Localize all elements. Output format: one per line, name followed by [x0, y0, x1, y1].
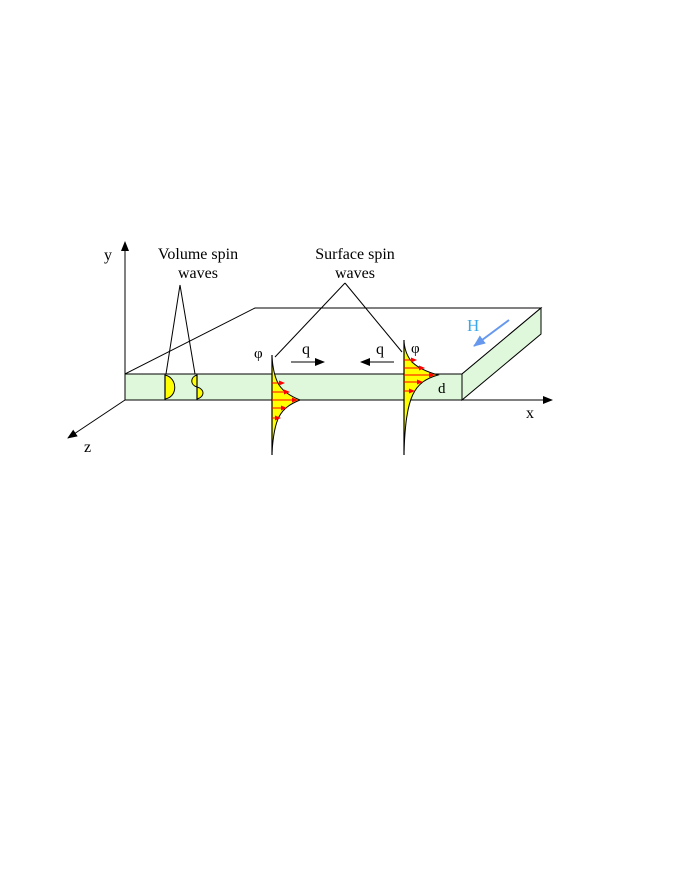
- surface-label-line1: Surface spin: [315, 246, 395, 263]
- field-label: H: [467, 316, 479, 335]
- surface-wave-arrows-right: [404, 357, 435, 394]
- z-axis-label: z: [84, 439, 91, 456]
- volume-pointer-2: [179, 284, 196, 375]
- surface-pointer-1: [274, 282, 346, 358]
- volume-label-line2: waves: [178, 265, 218, 282]
- phi-label-left: φ: [254, 346, 263, 362]
- volume-pointer-1: [165, 284, 181, 375]
- surface-pointer-2: [344, 282, 403, 353]
- q-label-right: q: [376, 341, 384, 358]
- y-axis-label: y: [104, 247, 112, 264]
- thickness-label: d: [438, 381, 446, 397]
- phi-label-right: φ: [411, 341, 420, 357]
- surface-wave-arrows-left: [272, 380, 298, 421]
- z-axis: [67, 399, 126, 439]
- x-axis-label: x: [526, 405, 534, 422]
- field-arrow: [473, 319, 510, 347]
- q-label-left: q: [302, 341, 310, 358]
- surface-wave-profile-left: [271, 356, 302, 454]
- surface-label-line2: waves: [335, 265, 375, 282]
- volume-label-line1: Volume spin: [158, 246, 238, 263]
